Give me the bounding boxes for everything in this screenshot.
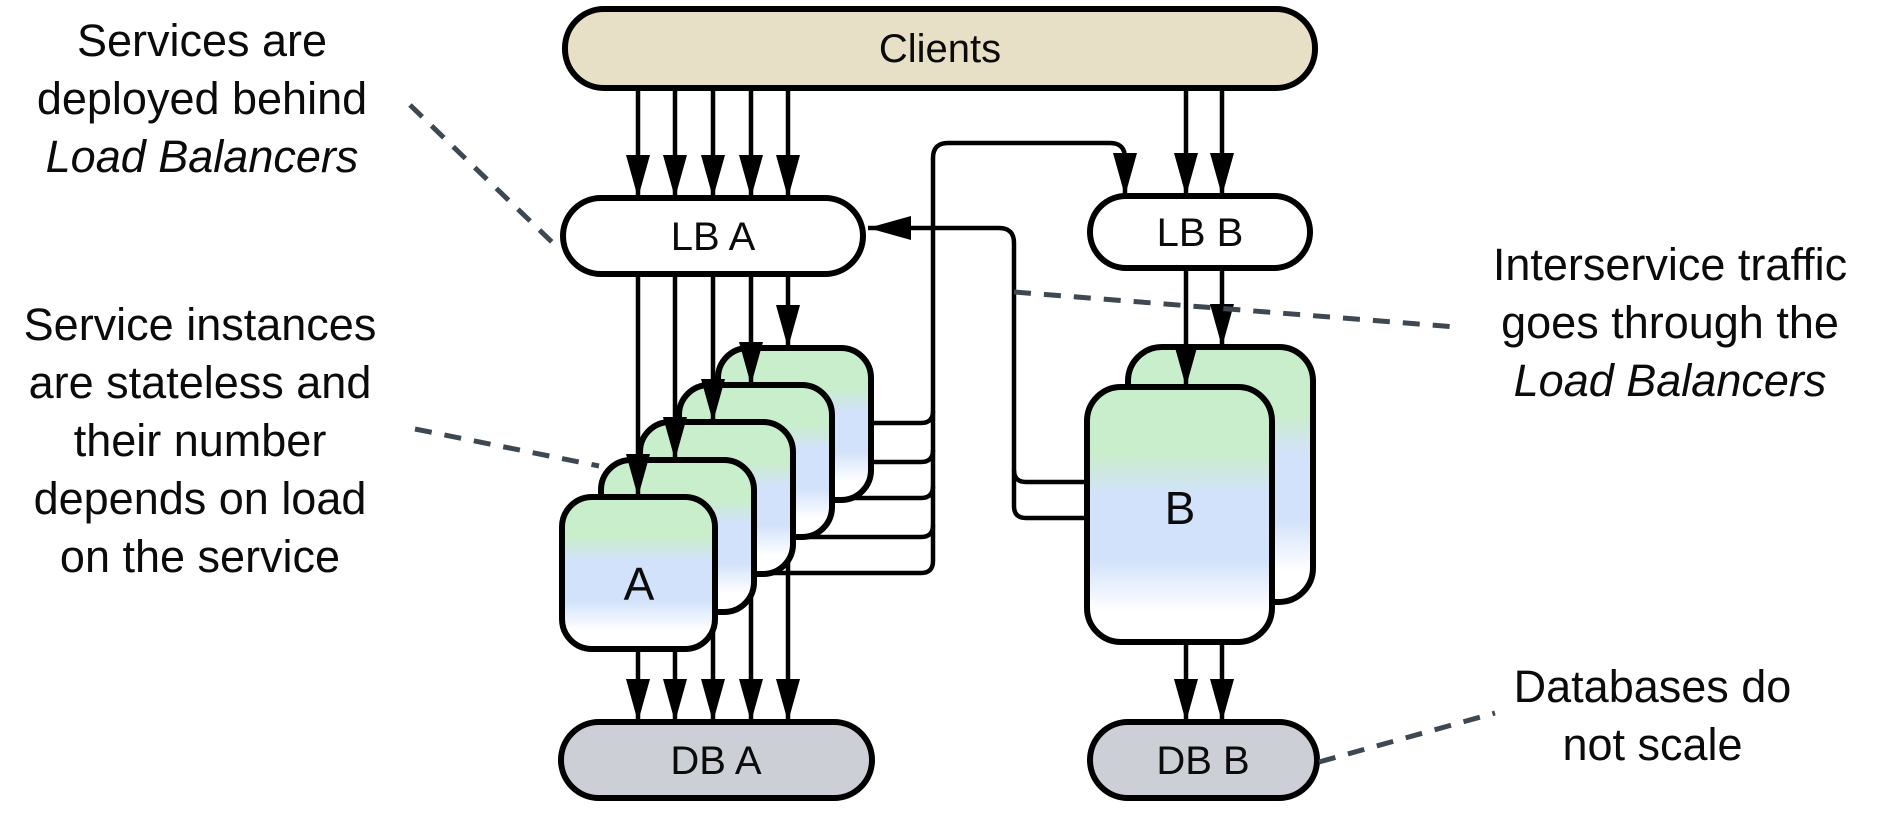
- annotation-connectors: [408, 103, 1496, 765]
- annotation-stateless-instances: Service instances are stateless and thei…: [0, 296, 400, 586]
- lb-a-to-service-a-arrows: [626, 274, 800, 497]
- trunk-to-lb-b: [930, 140, 1137, 561]
- annotation-line: Databases do: [1513, 661, 1792, 712]
- annotation-line-italic: Load Balancers: [45, 131, 359, 183]
- over-flow-lines: [626, 86, 1234, 497]
- annotation-line: Service instances: [23, 299, 377, 350]
- lb-b-label: LB B: [1157, 211, 1244, 255]
- service-b-label: B: [1165, 482, 1196, 534]
- annotation-line-italic: Load Balancers: [1513, 355, 1827, 407]
- clients-to-lb-b-arrows: [1174, 86, 1234, 196]
- annotation-interservice-traffic: Interservice traffic goes through the Lo…: [1458, 236, 1881, 410]
- annotation-line: goes through the: [1501, 297, 1839, 349]
- lb-b-to-service-b-arrows: [1174, 268, 1234, 387]
- stub-line: [1011, 505, 1107, 521]
- connector-dbnote-to-db-b: [1318, 710, 1496, 765]
- connector-interservice-to-route: [1013, 289, 1457, 330]
- trunk-to-lb-a: [868, 216, 1017, 506]
- annotation-line: depends on load: [33, 473, 367, 525]
- clients-to-lb-a-arrows: [626, 88, 800, 198]
- service-a-to-lb-b-route: [695, 140, 1137, 576]
- annotation-databases-no-scale: Databases do not scale: [1480, 658, 1825, 774]
- stub-line: [695, 560, 936, 576]
- annotation-line: their number: [73, 415, 327, 467]
- service-b-to-lb-a-route: [868, 216, 1107, 521]
- lb-a-node: [560, 195, 866, 277]
- lb-a-label: LB A: [671, 215, 756, 259]
- annotation-line: Services are: [76, 15, 328, 66]
- annotation-line: not scale: [1562, 719, 1743, 771]
- db-a-label: DB A: [670, 739, 761, 783]
- db-a-node: [558, 719, 875, 801]
- node-labels: Clients LB A LB B DB A DB B A B: [624, 27, 1250, 783]
- service-a-label: A: [624, 558, 655, 610]
- connector-stateless-to-stack: [414, 426, 600, 469]
- clients-label: Clients: [879, 27, 1001, 71]
- under-flow-lines: [626, 140, 1234, 722]
- node-pills: [558, 6, 1320, 801]
- annotation-line: are stateless and: [28, 357, 372, 409]
- clients-node: [562, 6, 1318, 91]
- annotation-line: deployed behind: [36, 73, 368, 125]
- db-b-node: [1087, 719, 1320, 801]
- annotation-line: on the service: [59, 531, 341, 583]
- annotation-services-behind-lb: Services are deployed behind Load Balanc…: [2, 12, 402, 186]
- lb-b-node: [1087, 193, 1313, 271]
- connector-services-to-lb-a: [408, 103, 558, 248]
- db-b-label: DB B: [1156, 739, 1249, 783]
- service-b-instance-1: [1084, 384, 1275, 645]
- service-cards: [559, 344, 1316, 652]
- annotation-line: Interservice traffic: [1492, 239, 1848, 290]
